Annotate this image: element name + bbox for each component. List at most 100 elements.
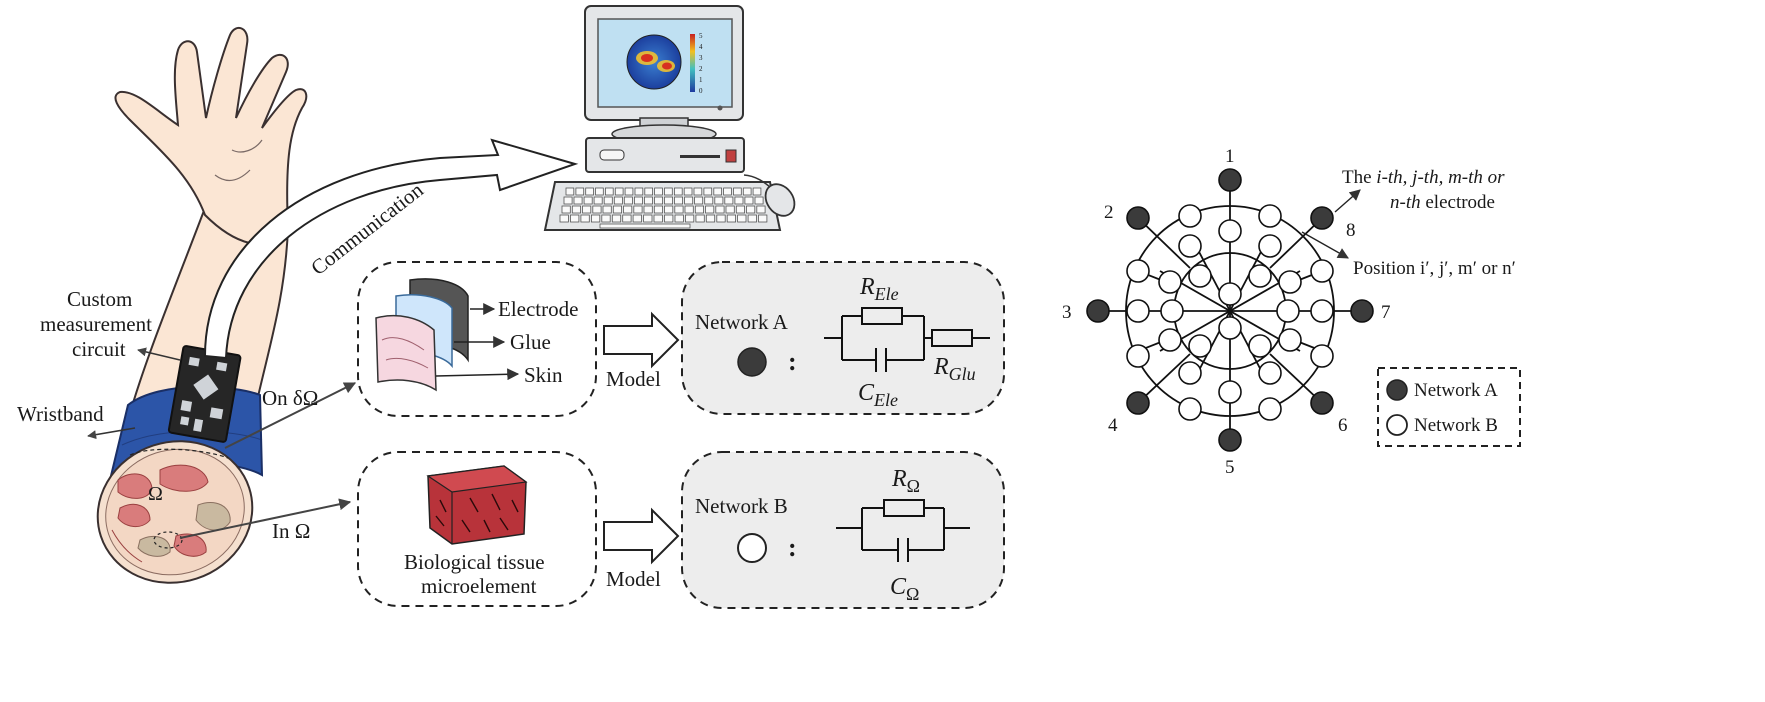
network-b-node	[1178, 361, 1202, 385]
network-b-node	[1276, 299, 1300, 323]
electrode-label: Electrode	[498, 297, 578, 321]
screen-colorbar	[690, 34, 695, 92]
network-b-circuit	[836, 499, 970, 562]
network-a-colon: :	[788, 347, 797, 376]
keyboard-key	[734, 196, 744, 205]
hand	[114, 26, 308, 246]
keyboard-key	[733, 187, 742, 196]
electrode-number: 8	[1346, 220, 1356, 241]
model-label-bottom: Model	[606, 567, 661, 591]
keyboard-key	[737, 214, 747, 223]
network-a-node-symbol	[737, 347, 767, 377]
network-connection	[1137, 217, 1191, 269]
network-b-node	[1218, 380, 1242, 404]
network-b-node	[1258, 204, 1282, 228]
mouse	[764, 183, 796, 217]
legend-label-network-b: Network B	[1414, 415, 1498, 436]
custom-circuit-label-1: Custom	[67, 287, 132, 311]
network-a-panel: Network A : REle CEle RGlu	[681, 261, 1005, 415]
keyboard-key	[726, 214, 737, 223]
keyboard-key	[601, 214, 611, 223]
network-b-node	[1310, 259, 1334, 283]
keyboard-key	[747, 214, 757, 223]
keyboard-key	[684, 205, 694, 214]
keyboard-key	[585, 187, 594, 196]
keyboard-key	[624, 187, 634, 196]
keyboard-key	[735, 205, 745, 214]
label-c-ele: CEle	[858, 380, 898, 410]
arm-illustration: Ω Communication Custom measurement circu…	[17, 26, 579, 584]
communication-arrow	[203, 138, 579, 360]
keyboard-key	[643, 214, 653, 223]
network-b-node	[1218, 219, 1242, 243]
electrode-number: 4	[1108, 415, 1118, 436]
keyboard-key	[565, 187, 575, 196]
network-b-node	[1126, 344, 1150, 368]
keyboard-key	[623, 205, 633, 214]
keyboard-key	[634, 187, 644, 196]
keyboard-key	[614, 187, 624, 196]
network-b-node-symbol	[737, 533, 767, 563]
keyboard-key	[611, 214, 622, 223]
keyboard-key	[664, 196, 674, 205]
keyboard-key	[754, 196, 764, 205]
keyboard-key	[664, 205, 674, 214]
network-connection	[1269, 353, 1323, 404]
network-b-colon: :	[788, 533, 797, 562]
keyboard-key	[724, 196, 734, 205]
keyboard-key	[622, 214, 632, 223]
network-connection	[1137, 353, 1191, 404]
keyboard-key	[704, 196, 714, 205]
keyboard-key	[580, 214, 590, 223]
keyboard-key	[674, 196, 684, 205]
electrode-number: 7	[1381, 302, 1391, 323]
wristband-label: Wristband	[17, 402, 104, 426]
keyboard-key	[654, 187, 663, 196]
colorbar-tick: 3	[699, 54, 703, 62]
network-connection	[1159, 270, 1301, 352]
network-b-node	[1188, 334, 1212, 358]
keyboard-key	[683, 187, 693, 196]
keyboard-key	[634, 196, 643, 205]
keyboard-key	[694, 196, 704, 205]
computer-base	[585, 137, 745, 173]
keyboard-key	[633, 205, 643, 214]
network-b-node	[1278, 328, 1302, 352]
network-a-title: Network A	[695, 310, 789, 334]
network-b-node	[1248, 264, 1272, 288]
keyboard-key	[685, 214, 695, 223]
keyboard-key	[644, 187, 653, 196]
network-a-node	[1350, 299, 1374, 323]
electrode-number: 1	[1225, 146, 1235, 167]
tissue-panel: Biological tissue microelement	[357, 451, 597, 607]
keyboard-key	[716, 214, 726, 223]
skin-layer	[375, 314, 437, 392]
keyboard-key	[570, 214, 580, 223]
keyboard-key	[684, 196, 694, 205]
network-b-node	[1258, 361, 1282, 385]
network-b-node	[1278, 270, 1302, 294]
keyboard-key	[623, 196, 633, 205]
network-connection	[1269, 217, 1323, 269]
glue-label: Glue	[510, 330, 551, 354]
keyboard-key	[664, 214, 674, 223]
keyboard-key	[603, 196, 613, 205]
keyboard-key	[693, 187, 703, 196]
omega-label: Ω	[148, 483, 163, 505]
keyboard-key	[653, 205, 663, 214]
label-r-ele: REle	[859, 274, 899, 304]
tissue-label-1: Biological tissue	[404, 550, 545, 574]
network-b-node	[1188, 264, 1212, 288]
colorbar-tick: 1	[699, 76, 703, 84]
electrode-number: 3	[1062, 302, 1072, 323]
keyboard-key	[602, 205, 612, 214]
keyboard-key	[756, 205, 766, 214]
legend-symbol-network-a	[1386, 379, 1408, 401]
keyboard-key	[758, 214, 768, 223]
keyboard-key	[575, 187, 585, 196]
network-b-node	[1218, 282, 1242, 306]
keyboard-key	[561, 205, 571, 214]
label-r-glu: RGlu	[933, 354, 976, 384]
network-b-panel: Network B : RΩ CΩ	[681, 451, 1005, 609]
